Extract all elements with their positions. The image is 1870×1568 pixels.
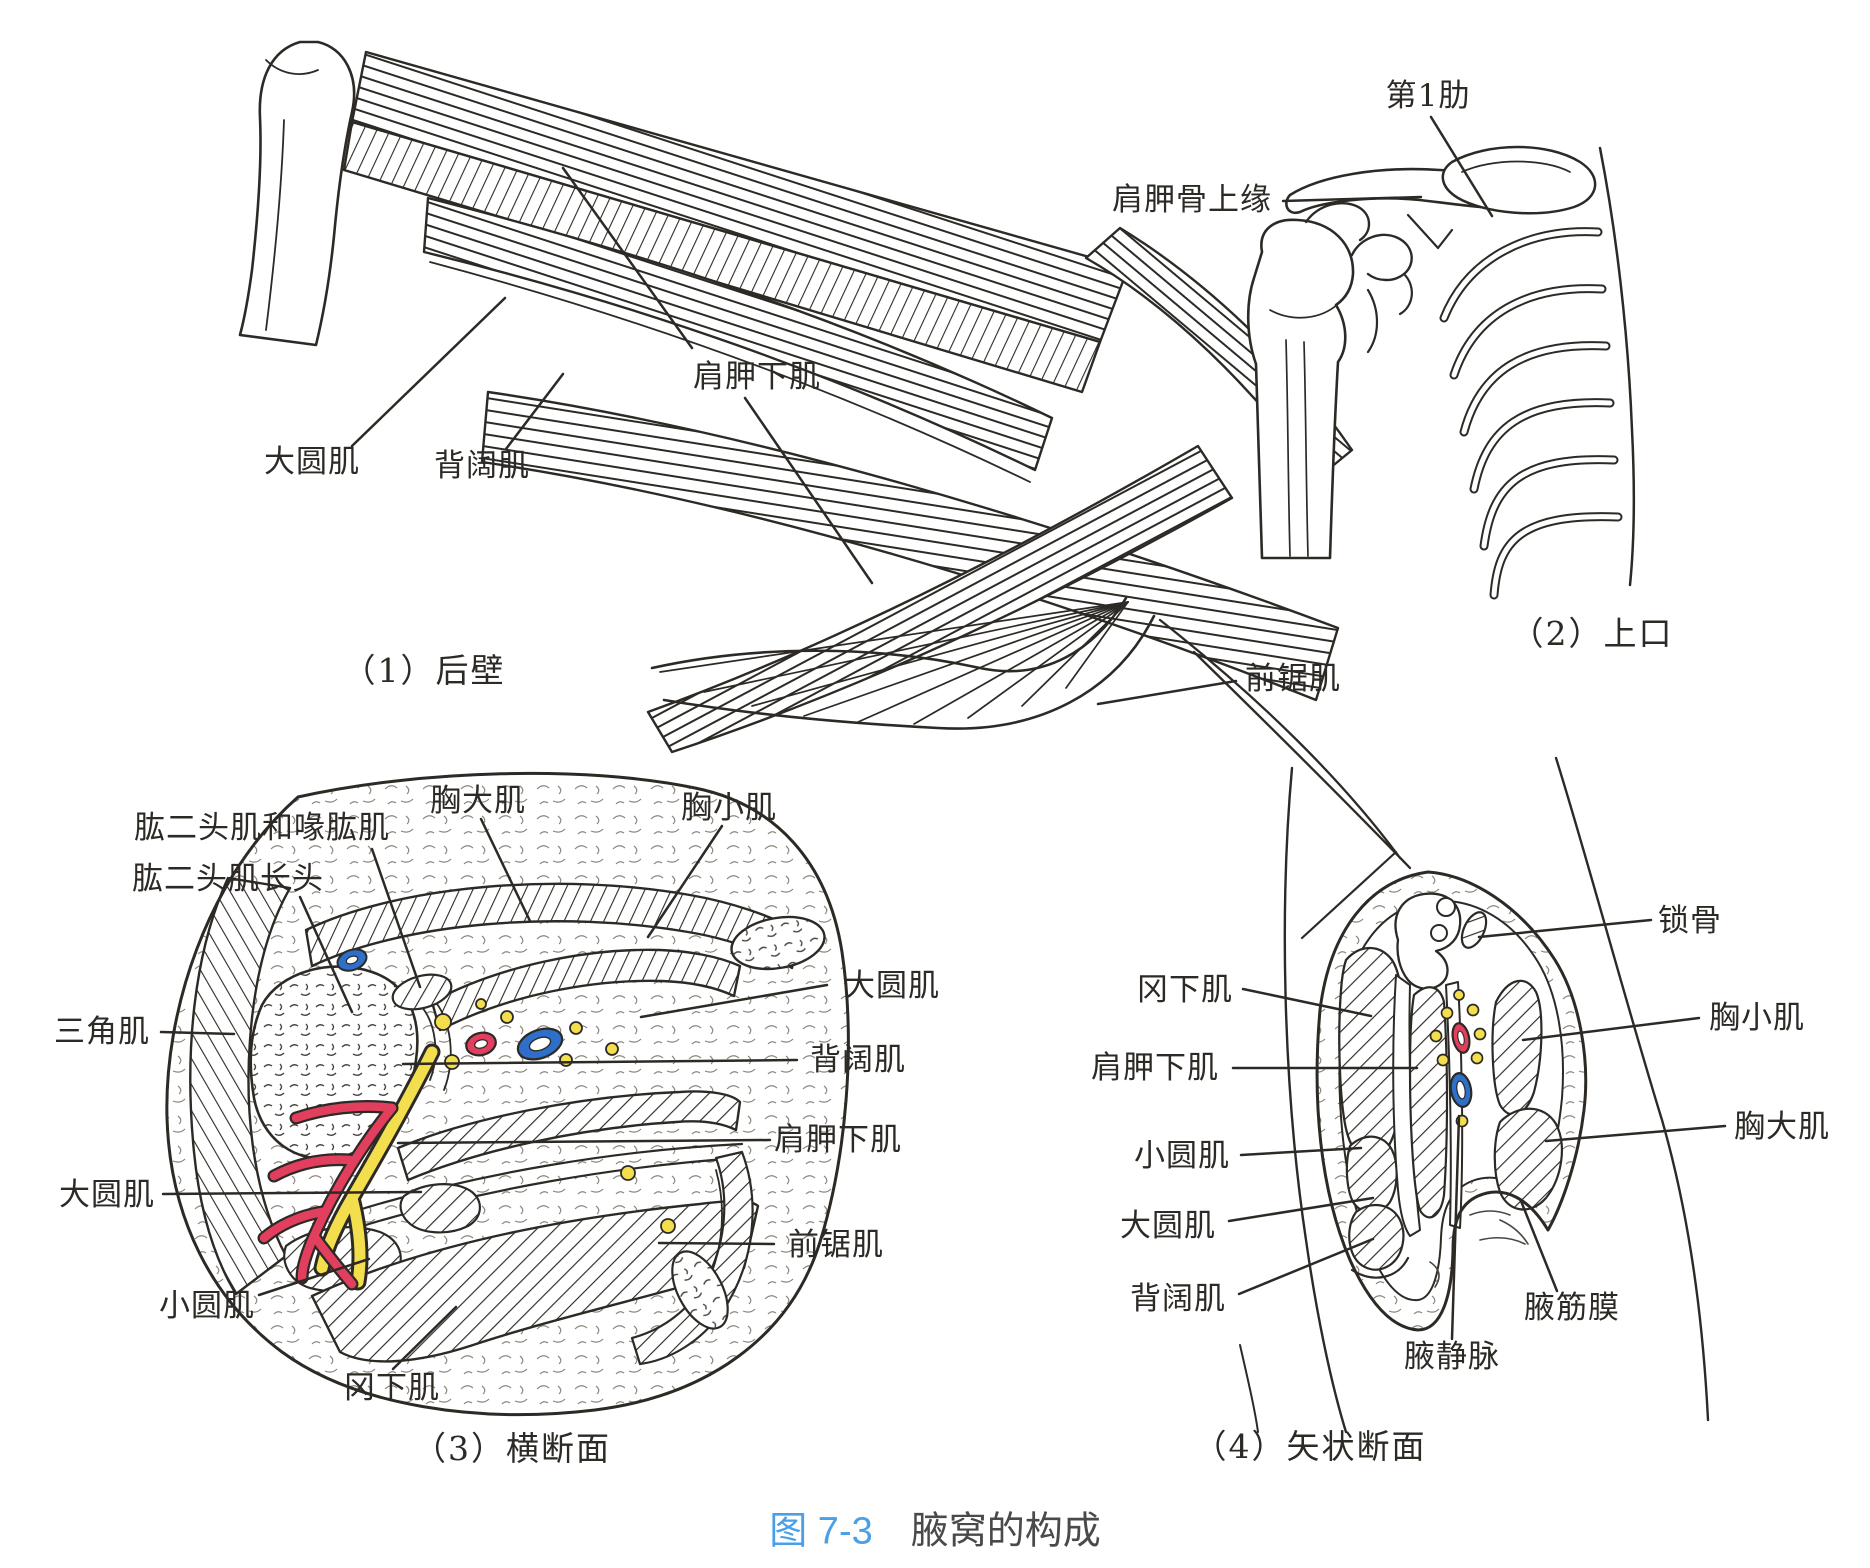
figure-number: 图 7-3 <box>769 1510 873 1553</box>
label-teres-major-p4: 大圆肌 <box>1120 1207 1216 1244</box>
label-deltoid-p3: 三角肌 <box>54 1013 150 1050</box>
label-serratus-p1: 前锯肌 <box>1245 660 1341 697</box>
label-first-rib-p2: 第1肋 <box>1385 77 1471 114</box>
label-axillary-fascia-p4: 腋筋膜 <box>1524 1289 1620 1326</box>
label-pectoralis-minor-p4: 胸小肌 <box>1709 999 1805 1036</box>
panel1-posterior-wall-drawing <box>238 40 1412 870</box>
label-pectoralis-major-p4: 胸大肌 <box>1734 1108 1830 1145</box>
label-infraspinatus-p3: 冈下肌 <box>344 1369 440 1406</box>
label-scapula-superior-border-p2: 肩胛骨上缘 <box>1112 181 1272 218</box>
label-clavicle-p4: 锁骨 <box>1658 902 1722 939</box>
label-latissimus-p1: 背阔肌 <box>434 447 530 484</box>
panel3-caption: （3）横断面 <box>413 1429 611 1468</box>
leader-lines <box>159 115 1727 1371</box>
label-latissimus-p4: 背阔肌 <box>1130 1280 1226 1317</box>
label-serratus-p3: 前锯肌 <box>788 1226 884 1263</box>
panel4-sagittal-section-drawing <box>1239 756 1710 1434</box>
label-pectoralis-major-p3: 胸大肌 <box>430 782 526 819</box>
panel3-transverse-section-drawing <box>165 771 850 1417</box>
label-subscapularis-p4: 肩胛下肌 <box>1091 1049 1219 1086</box>
panel2-superior-aperture-drawing <box>1246 145 1635 600</box>
label-latissimus-p3: 背阔肌 <box>810 1041 906 1078</box>
label-teres-major-right-p3: 大圆肌 <box>844 967 940 1004</box>
figure-caption: 图 7-3 腋窝的构成 <box>769 1500 1101 1555</box>
label-biceps-long-head-p3: 肱二头肌长头 <box>132 860 324 897</box>
label-teres-minor-p3: 小圆肌 <box>159 1287 255 1324</box>
panel4-caption: （4）矢状断面 <box>1193 1427 1427 1466</box>
label-subscapularis-p1: 肩胛下肌 <box>693 358 821 395</box>
label-biceps-coracobrachialis-p3: 肱二头肌和喙肱肌 <box>134 809 390 846</box>
label-subscapularis-p3: 肩胛下肌 <box>774 1121 902 1158</box>
label-pectoralis-minor-p3: 胸小肌 <box>681 789 777 826</box>
panel2-caption: （2）上口 <box>1510 614 1674 653</box>
label-teres-minor-p4: 小圆肌 <box>1134 1137 1230 1174</box>
figure-title: 腋窝的构成 <box>910 1510 1101 1553</box>
label-teres-major-p1: 大圆肌 <box>264 443 360 480</box>
label-axillary-vein-p4: 腋静脉 <box>1404 1338 1500 1375</box>
panel1-caption: （1）后壁 <box>342 651 506 690</box>
label-teres-major-left-p3: 大圆肌 <box>59 1176 155 1213</box>
label-infraspinatus-p4: 冈下肌 <box>1137 971 1233 1008</box>
